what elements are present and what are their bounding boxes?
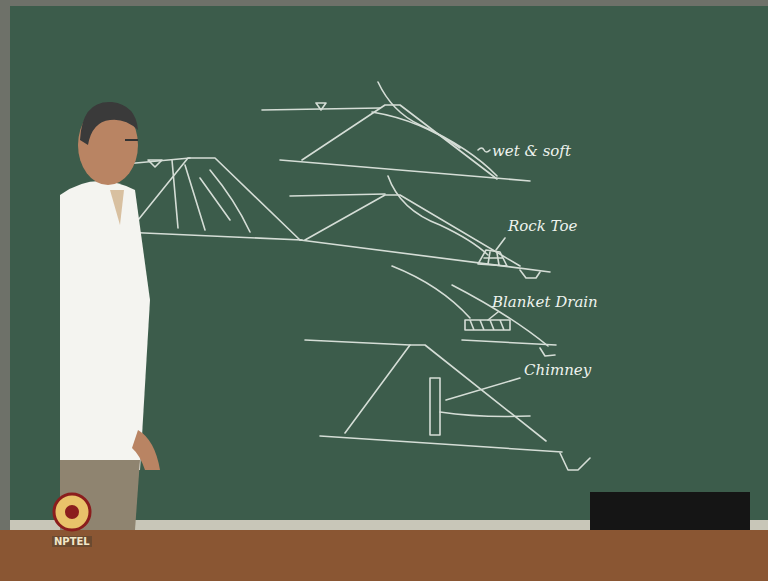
shirt <box>60 181 150 470</box>
rock-toe <box>478 250 507 266</box>
seepage-line <box>372 112 460 148</box>
neck <box>110 190 124 225</box>
wood-panel <box>0 530 768 581</box>
drain-trench <box>560 453 590 470</box>
part-label: Blanket Drain <box>492 294 598 311</box>
dam-section <box>345 345 546 441</box>
dam-section <box>302 105 497 179</box>
leader <box>488 312 498 320</box>
part-label: Rock Toe <box>508 218 577 235</box>
chalkboard <box>10 6 768 526</box>
horizontal-drain <box>440 412 530 417</box>
lecturer <box>60 102 160 530</box>
leader <box>496 238 505 250</box>
blanket-drain <box>465 320 510 330</box>
watermark: NPTEL <box>52 536 92 547</box>
nptel-logo-center <box>65 505 79 519</box>
chalk-drawing <box>122 82 590 470</box>
monitor <box>590 492 750 530</box>
phreatic-line <box>388 176 488 255</box>
chimney-drain <box>430 378 440 435</box>
water-level <box>305 340 410 345</box>
part-label: Chimney <box>524 362 591 379</box>
hand <box>132 430 160 470</box>
foundation <box>320 436 562 452</box>
glasses <box>125 139 138 141</box>
drain-trench <box>520 270 540 278</box>
foundation <box>462 340 556 345</box>
water-symbol <box>316 103 326 110</box>
nptel-logo <box>54 494 90 530</box>
hair <box>80 102 138 145</box>
annotation: wet & soft <box>492 143 571 160</box>
phreatic-line <box>392 266 470 318</box>
foundation <box>122 232 302 240</box>
foundation <box>300 240 550 272</box>
water-level <box>290 194 385 196</box>
leader <box>446 378 520 400</box>
phreatic-line <box>378 82 497 176</box>
drain-trench <box>540 348 555 356</box>
dam-section <box>130 158 300 240</box>
core-lines <box>172 160 250 232</box>
wet-mark <box>478 148 490 152</box>
